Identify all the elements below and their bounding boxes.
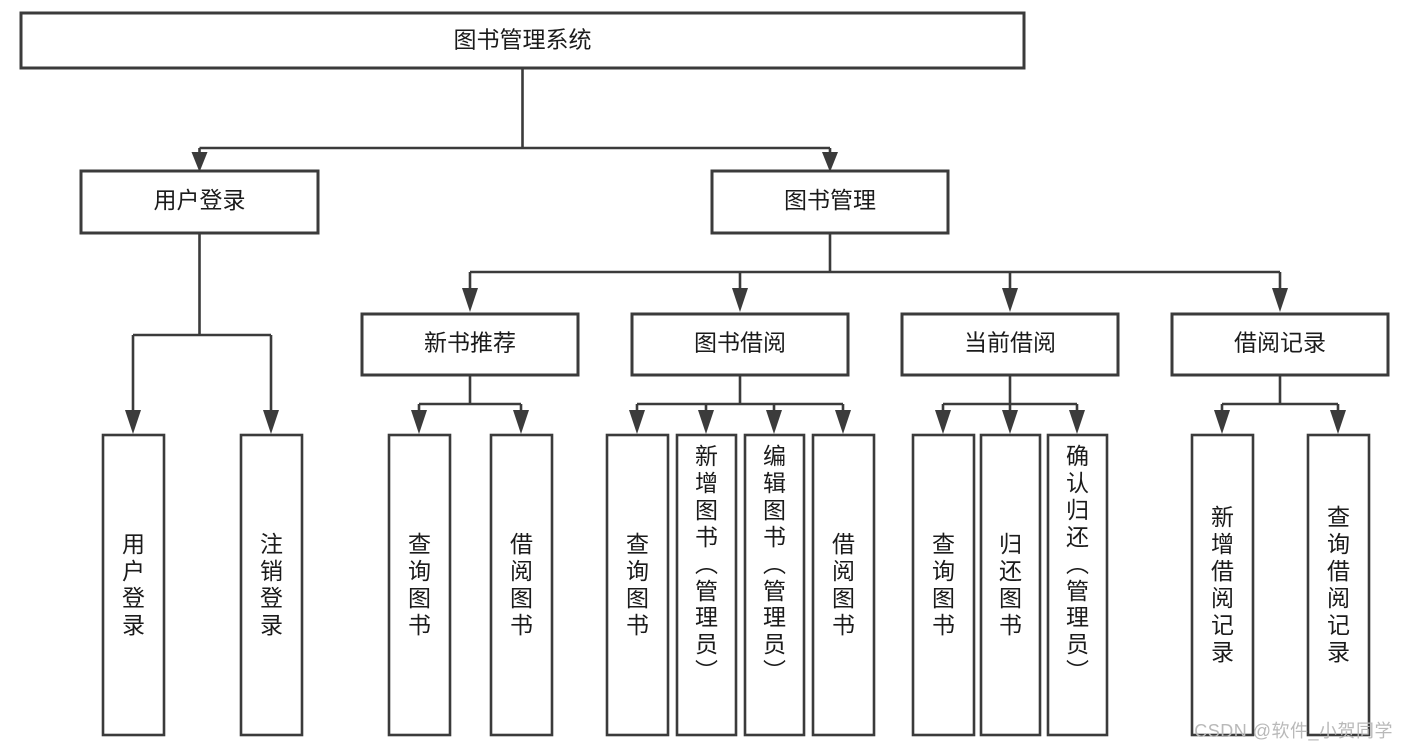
leaf-box-user-login-2[interactable]	[239, 433, 304, 737]
node-book-mgmt-box[interactable]	[710, 169, 950, 235]
arrowhead-leaf-bb-4	[835, 410, 851, 434]
leaf-box-bb-1[interactable]	[605, 433, 670, 737]
node-new-book-recommend-label: 新书推荐	[424, 330, 516, 356]
arrowhead-new-book-recommend	[462, 288, 478, 312]
leaf-box-br-1[interactable]	[1190, 433, 1255, 737]
node-user-login-label: 用户登录	[154, 187, 246, 213]
node-current-borrow-label: 当前借阅	[964, 330, 1056, 356]
leaf-box-nbr-2[interactable]	[489, 433, 554, 737]
connector-group-new-book-recommend	[411, 375, 529, 434]
arrowhead-leaf-bb-3	[766, 410, 782, 434]
node-borrow-record-box[interactable]	[1170, 312, 1390, 377]
leaf-box-nbr-1[interactable]	[387, 433, 452, 737]
arrowhead-leaf-nbr-1	[411, 410, 427, 434]
arrowhead-book-mgmt	[822, 152, 838, 172]
arrowhead-book-borrow	[732, 288, 748, 312]
leaf-box-cb-1[interactable]	[911, 433, 976, 737]
node-borrow-record-label: 借阅记录	[1234, 330, 1326, 356]
node-book-borrow-box[interactable]	[630, 312, 850, 377]
node-book-mgmt-label: 图书管理	[784, 187, 876, 213]
arrowhead-user-login	[191, 152, 208, 172]
arrowhead-borrow-record	[1272, 288, 1288, 312]
connector-group-root	[191, 68, 838, 172]
arrowhead-current-borrow	[1002, 288, 1018, 312]
arrowhead-leaf-br-1	[1214, 410, 1230, 434]
node-book-borrow-label: 图书借阅	[694, 330, 786, 356]
node-current-borrow-box[interactable]	[900, 312, 1120, 377]
arrowhead-leaf-nbr-2	[513, 410, 529, 434]
node-new-book-recommend-box[interactable]	[360, 312, 580, 377]
leaf-box-bb-2[interactable]	[675, 433, 738, 737]
arrowhead-leaf-user-login-2	[263, 410, 279, 434]
connector-group-user-login	[125, 233, 279, 434]
arrowhead-leaf-cb-2	[1002, 410, 1018, 434]
node-user-login-box[interactable]	[79, 169, 320, 235]
arrowhead-leaf-br-2	[1330, 410, 1346, 434]
connector-group-current-borrow	[935, 375, 1085, 434]
arrowhead-leaf-bb-2	[698, 410, 714, 434]
connector-group-book-borrow	[629, 375, 851, 434]
leaf-box-cb-2[interactable]	[979, 433, 1042, 737]
leaf-box-cb-3[interactable]	[1046, 433, 1109, 737]
leaf-box-bb-3[interactable]	[743, 433, 806, 737]
connector-group-book-mgmt	[462, 233, 1288, 312]
connector-group-borrow-record	[1214, 375, 1346, 434]
arrowhead-leaf-user-login-1	[125, 410, 141, 434]
node-root-label: 图书管理系统	[454, 27, 592, 53]
arrowhead-leaf-bb-1	[629, 410, 645, 434]
leaf-box-user-login-1[interactable]	[101, 433, 166, 737]
arrowhead-leaf-cb-3	[1069, 410, 1085, 434]
leaf-box-br-2[interactable]	[1306, 433, 1371, 737]
node-root-box[interactable]	[19, 11, 1026, 70]
leaf-box-bb-4[interactable]	[811, 433, 876, 737]
arrowhead-leaf-cb-1	[935, 410, 951, 434]
